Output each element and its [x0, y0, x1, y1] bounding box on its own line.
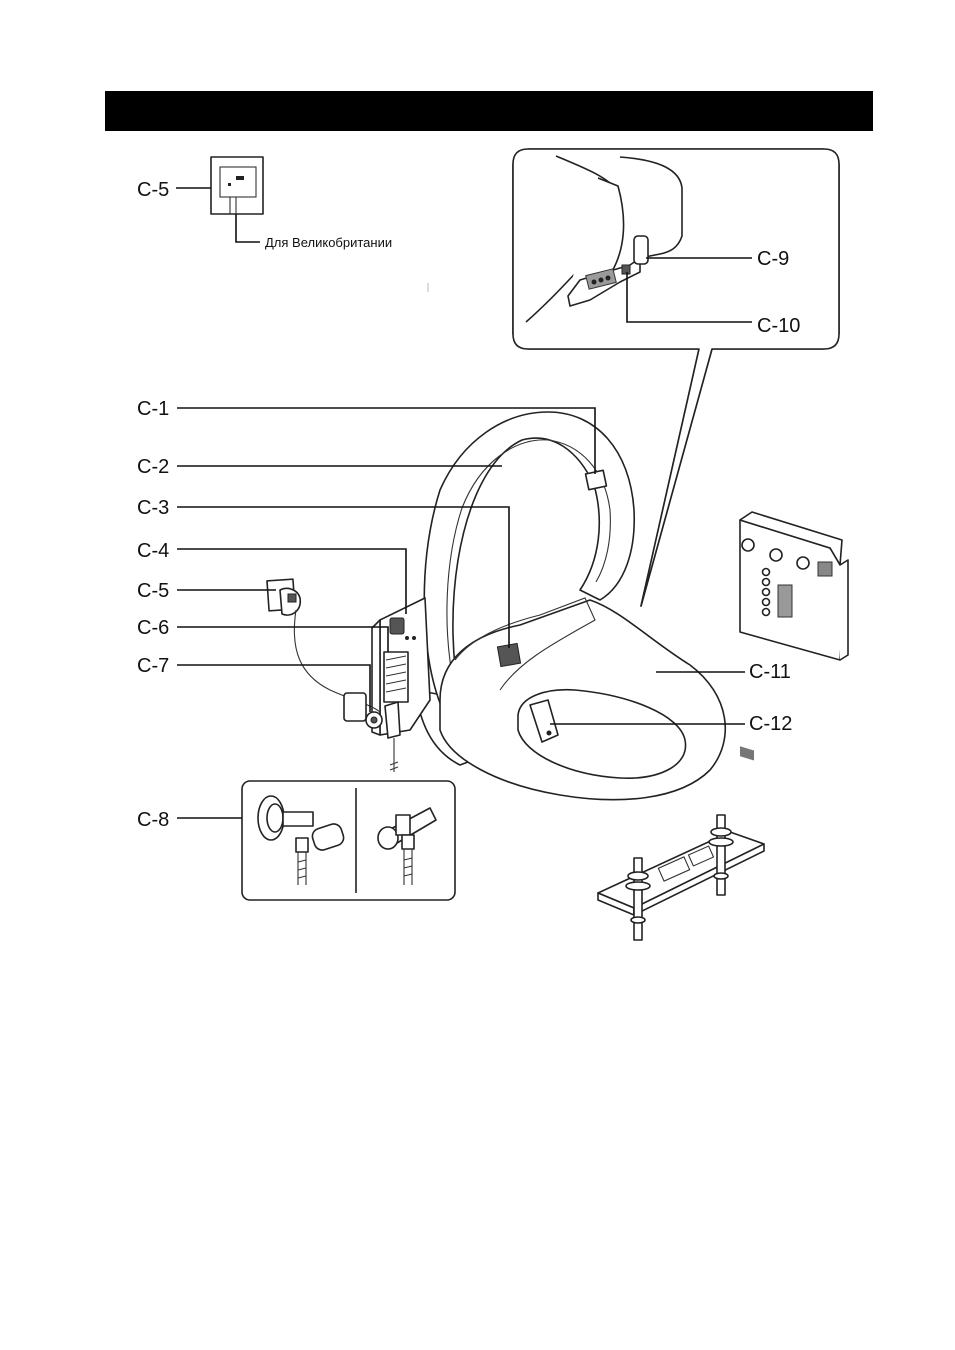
callout-label: C-10: [757, 315, 800, 337]
washlet-illustration: [267, 412, 725, 800]
callout-c5-top: C-5: [137, 179, 211, 201]
callout-label: C-3: [137, 497, 169, 519]
callout-label: C-7: [137, 655, 169, 677]
callout-label: C-9: [757, 248, 789, 270]
uk-outlet-note: Для Великобритании: [265, 235, 392, 250]
callout-label: C-2: [137, 456, 169, 478]
uk-outlet-illustration: [211, 157, 263, 214]
callout-label: C-5: [137, 179, 169, 201]
callout-label: C-1: [137, 398, 169, 420]
callout-label: C-8: [137, 809, 169, 831]
callout-c8: C-8: [137, 809, 242, 831]
callout-label: C-5: [137, 580, 169, 602]
callout-label: C-12: [749, 713, 792, 735]
callout-label: C-4: [137, 540, 169, 562]
callout-label: C-6: [137, 617, 169, 639]
mounting-plate-illustration: [598, 815, 764, 940]
callout-label: C-11: [749, 661, 791, 683]
callout-c6: C-6: [137, 617, 388, 652]
valve-detail-box: [242, 781, 455, 900]
callout-c5: C-5: [137, 580, 276, 602]
callout-c7: C-7: [137, 655, 370, 712]
vent-grille: [384, 652, 408, 702]
uk-note: Для Великобритании: [236, 214, 428, 292]
